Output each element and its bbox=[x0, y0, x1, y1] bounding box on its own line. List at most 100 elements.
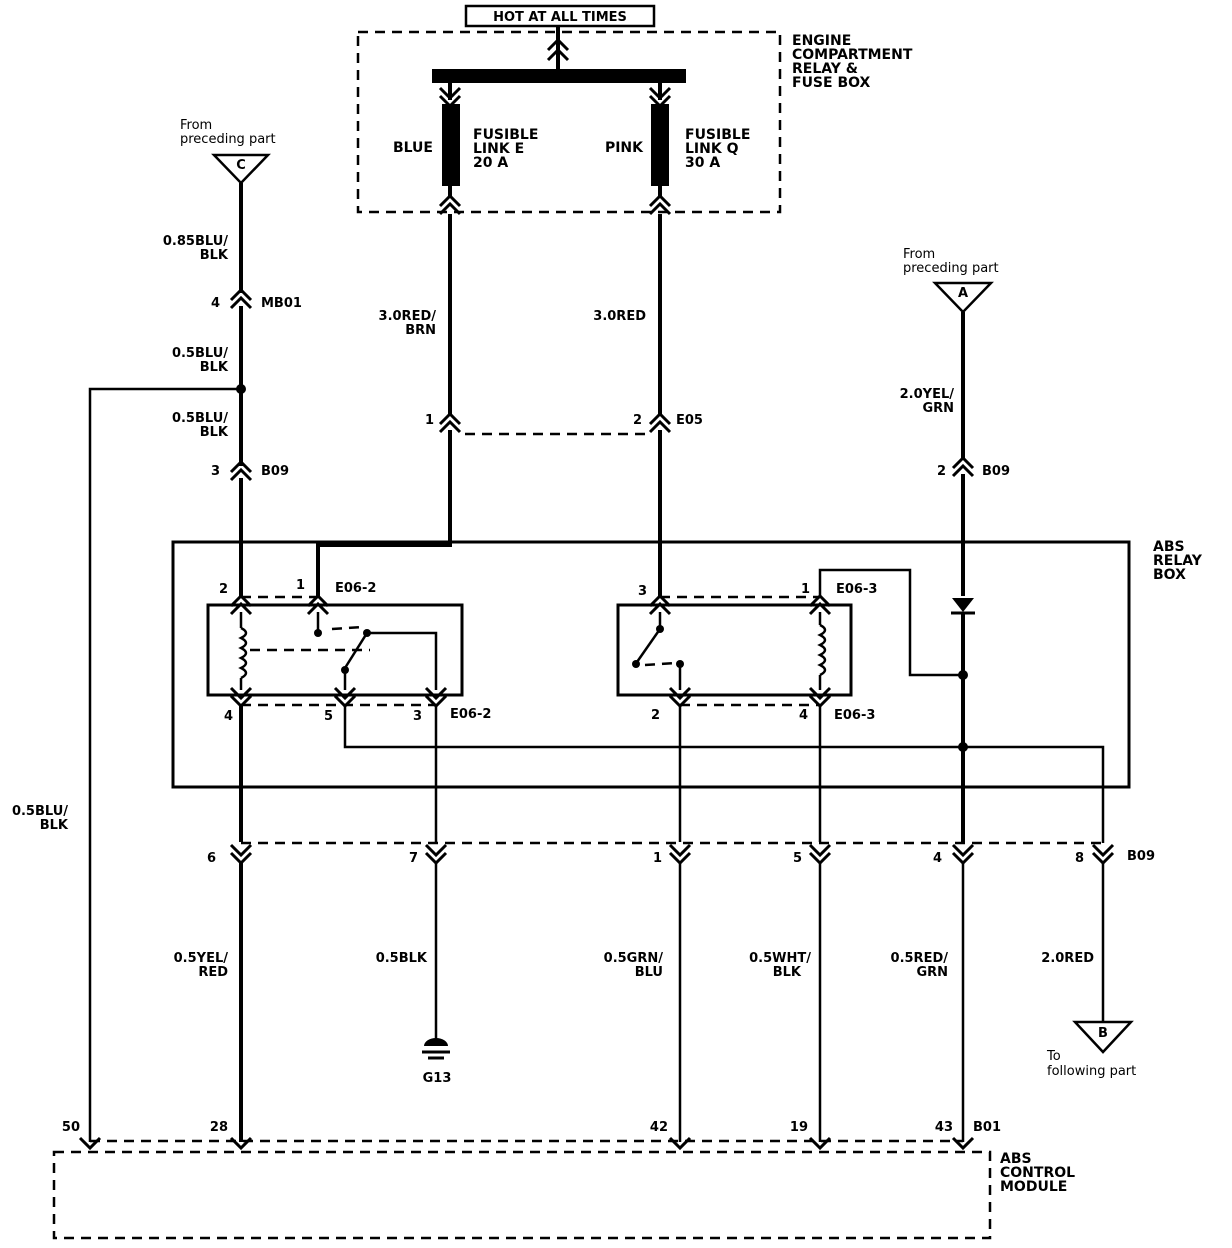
wire-label-c-top-1: 0.85BLU/ bbox=[163, 234, 228, 249]
relay-box-title-1: ABS bbox=[1153, 539, 1185, 555]
relay1-pin-2: 2 bbox=[219, 582, 228, 597]
relay1-name-bottom: E06-2 bbox=[450, 707, 491, 722]
fusible-link-q bbox=[651, 104, 669, 186]
fuse-e-color: BLUE bbox=[393, 140, 433, 156]
b09-bottom-connector: 6 7 1 5 4 8 B09 bbox=[207, 706, 1155, 866]
mb01-pin: 4 bbox=[211, 296, 220, 311]
relay2-name-top: E06-3 bbox=[836, 582, 877, 597]
wire-label-42-1: 0.5GRN/ bbox=[604, 951, 664, 966]
module-title-1: ABS bbox=[1000, 1151, 1032, 1167]
e05-name: E05 bbox=[676, 413, 703, 428]
b09-right-name: B09 bbox=[982, 464, 1010, 479]
b01-name: B01 bbox=[973, 1120, 1001, 1135]
b09-bottom-name: B09 bbox=[1127, 849, 1155, 864]
relay1-pin-5: 5 bbox=[324, 709, 333, 724]
hot-at-all-times-label: HOT AT ALL TIMES bbox=[464, 4, 656, 28]
e05-pin-2: 2 bbox=[633, 413, 642, 428]
diode-and-bus bbox=[343, 598, 1105, 843]
ref-c-text-2: preceding part bbox=[180, 132, 276, 147]
b09-left-pin: 3 bbox=[211, 464, 220, 479]
wire-label-ground: 0.5BLK bbox=[376, 951, 428, 966]
fuse-e-line1: FUSIBLE bbox=[473, 127, 538, 143]
wire-label-left-long-2: BLK bbox=[40, 818, 69, 833]
abs-relay-box: ABS RELAY BOX bbox=[171, 539, 1203, 789]
b01-pin-50: 50 bbox=[62, 1120, 80, 1135]
fuse-box-title-2: COMPARTMENT bbox=[792, 47, 913, 63]
ref-a-from-preceding: From preceding part A 2.0YEL/ GRN 2 B09 bbox=[900, 247, 1010, 596]
wire-label-c-mid-1: 0.5BLU/ bbox=[172, 346, 228, 361]
relay1-pin-3: 3 bbox=[413, 709, 422, 724]
relay-e06-3: 3 1 E06-3 2 4 E06-3 bbox=[616, 568, 963, 723]
wire-label-c-low-2: BLK bbox=[200, 425, 229, 440]
wire-label-a-2: GRN bbox=[922, 401, 954, 416]
b09-bottom-pin-8: 8 bbox=[1075, 851, 1084, 866]
module-title-2: CONTROL bbox=[1000, 1165, 1075, 1181]
ref-b-text-1: To bbox=[1046, 1049, 1061, 1064]
fuse-q-line2: LINK Q bbox=[685, 141, 739, 157]
wire-label-42-2: BLU bbox=[635, 965, 663, 980]
ref-b-to-following: B To following part bbox=[1046, 1020, 1136, 1079]
ref-b-text-2: following part bbox=[1047, 1064, 1136, 1079]
abs-control-module: ABS CONTROL MODULE bbox=[52, 1150, 1075, 1240]
wire-label-c-low-1: 0.5BLU/ bbox=[172, 411, 228, 426]
b09-bottom-pin-6: 6 bbox=[207, 851, 216, 866]
mb01-name: MB01 bbox=[261, 296, 302, 311]
hot-label-text: HOT AT ALL TIMES bbox=[493, 10, 627, 25]
b01-connector: 50 28 42 19 43 B01 bbox=[62, 1120, 1001, 1151]
fuse-q-color: PINK bbox=[605, 140, 644, 156]
b01-pin-19: 19 bbox=[790, 1120, 808, 1135]
b09-bottom-pin-7: 7 bbox=[409, 851, 418, 866]
fuse-bus-bar bbox=[432, 69, 686, 83]
relay2-pin-1: 1 bbox=[801, 582, 810, 597]
ref-b-letter: B bbox=[1098, 1026, 1108, 1041]
b09-bottom-pin-1: 1 bbox=[653, 851, 662, 866]
ref-c-letter: C bbox=[236, 158, 246, 173]
ground-g13: G13 bbox=[422, 1038, 451, 1086]
fuse-e-line3: 20 A bbox=[473, 155, 508, 171]
lower-wires: 0.5YEL/ RED 0.5BLK 0.5GRN/ BLU 0.5WHT/ B… bbox=[174, 861, 1105, 1142]
relay1-pin-4: 4 bbox=[224, 709, 233, 724]
diode-symbol bbox=[952, 598, 974, 612]
relay2-name-bottom: E06-3 bbox=[834, 708, 875, 723]
wire-label-c-top-2: BLK bbox=[200, 248, 229, 263]
wire-c-branch: 0.85BLU/ BLK 4 MB01 0.5BLU/ BLK 0.5BLU/ … bbox=[12, 183, 302, 1142]
b09-bottom-pin-4: 4 bbox=[933, 851, 942, 866]
relay1-pin-1: 1 bbox=[296, 578, 305, 593]
wire-label-19-2: BLK bbox=[773, 965, 802, 980]
fuse-q-line3: 30 A bbox=[685, 155, 720, 171]
e05-pin-1: 1 bbox=[425, 413, 434, 428]
ref-c-from-preceding: From preceding part C bbox=[180, 118, 276, 185]
wire-label-28-2: RED bbox=[198, 965, 228, 980]
wire-label-fuse-q-1: 3.0RED bbox=[593, 309, 646, 324]
ground-name: G13 bbox=[423, 1071, 452, 1086]
b09-bottom-pin-5: 5 bbox=[793, 851, 802, 866]
wire-label-c-mid-2: BLK bbox=[200, 360, 229, 375]
wire-label-28-1: 0.5YEL/ bbox=[174, 951, 229, 966]
relay2-pin-3: 3 bbox=[638, 584, 647, 599]
relay-box-title-3: BOX bbox=[1153, 567, 1186, 583]
ref-a-text-1: From bbox=[903, 247, 935, 262]
relay2-pin-2: 2 bbox=[651, 708, 660, 723]
wire-label-fuse-e-2: BRN bbox=[405, 323, 436, 338]
fuse-box-title-1: ENGINE bbox=[792, 33, 851, 49]
wire-label-43-1: 0.5RED/ bbox=[891, 951, 949, 966]
wire-label-left-long-1: 0.5BLU/ bbox=[12, 804, 68, 819]
engine-compartment-fuse-box: BLUE FUSIBLE LINK E 20 A PINK FUSIBLE LI… bbox=[356, 26, 913, 216]
fuse-q-line1: FUSIBLE bbox=[685, 127, 750, 143]
b01-pin-42: 42 bbox=[650, 1120, 668, 1135]
ref-c-text-1: From bbox=[180, 118, 212, 133]
b09-left-name: B09 bbox=[261, 464, 289, 479]
wire-fuse-outputs: 3.0RED/ BRN 3.0RED 1 2 E05 bbox=[316, 214, 703, 597]
fuse-box-title-3: RELAY & bbox=[792, 61, 858, 77]
b01-pin-43: 43 bbox=[935, 1120, 953, 1135]
wire-label-43-2: GRN bbox=[916, 965, 948, 980]
wire-label-19-1: 0.5WHT/ bbox=[749, 951, 811, 966]
relay-box-title-2: RELAY bbox=[1153, 553, 1203, 569]
relay-e06-2: 2 1 E06-2 4 5 3 E06-2 bbox=[206, 578, 491, 724]
relay2-pin-4: 4 bbox=[799, 708, 808, 723]
wire-label-fuse-e-1: 3.0RED/ bbox=[379, 309, 437, 324]
wire-label-a-1: 2.0YEL/ bbox=[900, 387, 955, 402]
ref-a-text-2: preceding part bbox=[903, 261, 999, 276]
fuse-box-title-4: FUSE BOX bbox=[792, 75, 871, 91]
